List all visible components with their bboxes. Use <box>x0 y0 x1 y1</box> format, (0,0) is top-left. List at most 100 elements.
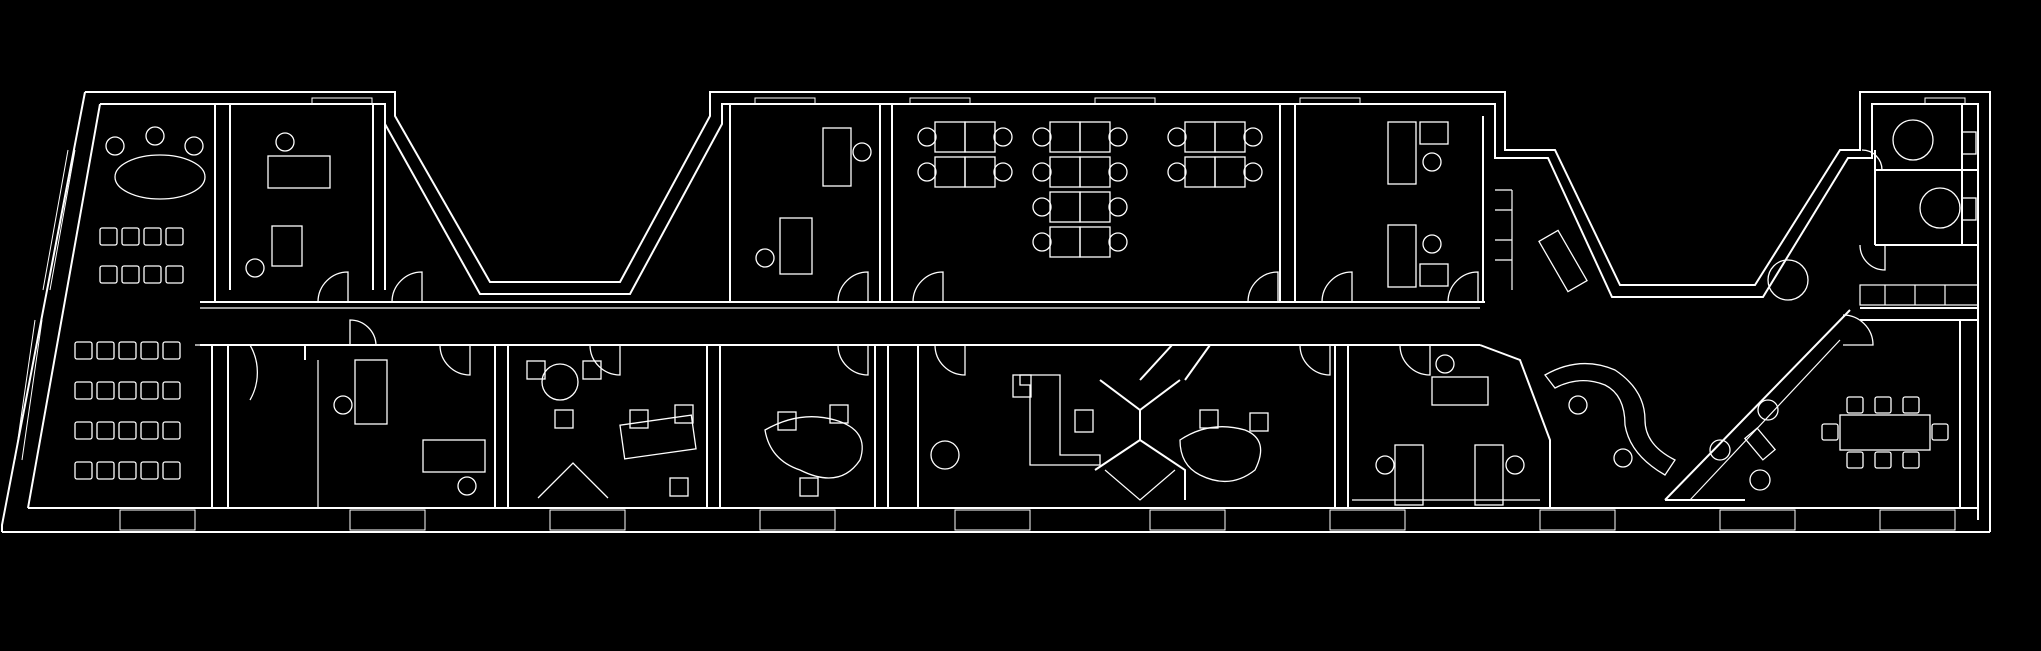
curved-desk <box>764 416 863 479</box>
rect-table <box>1839 414 1931 451</box>
chair <box>1243 162 1263 182</box>
desk <box>1387 121 1417 185</box>
seat <box>74 461 93 480</box>
workstation-desk <box>964 156 996 188</box>
chair <box>1422 152 1442 172</box>
desk <box>1431 376 1489 406</box>
partition <box>1479 344 1551 508</box>
chair <box>275 132 295 152</box>
workstation-desk <box>1049 156 1081 188</box>
seat <box>96 341 115 360</box>
door-swing <box>1842 314 1874 346</box>
seat <box>143 227 162 246</box>
north-facade <box>85 91 1991 532</box>
seat <box>74 381 93 400</box>
seat <box>99 227 118 246</box>
chair <box>1032 197 1052 217</box>
chair <box>993 162 1013 182</box>
lounge-table <box>1743 427 1777 461</box>
sink <box>1961 197 1977 221</box>
chair <box>1931 423 1949 441</box>
workstation-desk <box>1079 156 1111 188</box>
desk <box>1387 224 1417 288</box>
chair <box>930 440 960 470</box>
chair <box>1243 127 1263 147</box>
door-swing <box>1321 271 1353 303</box>
chair <box>917 162 937 182</box>
curved-counter <box>1544 362 1676 476</box>
window <box>1094 97 1156 105</box>
chair <box>554 409 574 429</box>
desk <box>779 217 813 275</box>
chair <box>1167 127 1187 147</box>
chair <box>1505 455 1525 475</box>
partition <box>1099 379 1181 412</box>
training-room-seat-rows <box>74 227 184 480</box>
desk <box>1419 263 1449 287</box>
desk <box>1474 444 1504 506</box>
workstation-desk <box>1049 191 1081 223</box>
seat <box>118 381 137 400</box>
chair <box>777 411 797 431</box>
chair <box>852 142 872 162</box>
workstation-desk <box>1184 156 1216 188</box>
partitions <box>211 104 1979 508</box>
oval-table <box>114 154 206 200</box>
chair <box>1249 412 1269 432</box>
window <box>349 509 426 531</box>
window <box>1879 509 1956 531</box>
seat <box>165 265 184 284</box>
window <box>954 509 1031 531</box>
door-swing <box>391 271 423 303</box>
desk <box>267 155 331 189</box>
chair <box>1199 409 1219 429</box>
partition <box>1104 469 1176 501</box>
partition <box>1859 284 1979 306</box>
conference-room <box>105 126 206 200</box>
chair <box>1032 127 1052 147</box>
executive-office <box>930 374 1269 482</box>
door-swing <box>1859 244 1886 271</box>
seat <box>140 381 159 400</box>
toilet <box>1767 259 1809 301</box>
chair <box>1032 162 1052 182</box>
chair <box>105 136 125 156</box>
partition <box>1139 344 1175 381</box>
desk <box>1019 374 1101 466</box>
seat <box>162 461 181 480</box>
window <box>119 509 196 531</box>
seat <box>118 341 137 360</box>
door-swing <box>349 319 377 346</box>
window <box>1924 97 1966 105</box>
seat <box>140 421 159 440</box>
chair <box>1012 374 1032 398</box>
door-swing <box>1247 271 1279 303</box>
seat <box>99 265 118 284</box>
window <box>311 97 373 105</box>
chair <box>755 248 775 268</box>
lounge-bench <box>1538 229 1588 293</box>
divider <box>537 462 609 499</box>
door-swing <box>589 344 621 376</box>
desk <box>822 127 852 187</box>
door-swing <box>1299 344 1331 376</box>
seat <box>118 461 137 480</box>
chair <box>184 136 204 156</box>
chair <box>1874 451 1892 469</box>
seat <box>118 421 137 440</box>
round-table <box>541 363 579 401</box>
window <box>549 509 626 531</box>
seat <box>162 381 181 400</box>
seat <box>165 227 184 246</box>
workstation-desk <box>934 156 966 188</box>
desk <box>619 414 697 460</box>
chair <box>245 258 265 278</box>
chair <box>1375 455 1395 475</box>
window <box>1719 509 1796 531</box>
seat <box>162 341 181 360</box>
office-north-1 <box>245 132 331 278</box>
seat <box>74 421 93 440</box>
door-swing <box>317 271 349 303</box>
chair <box>1613 448 1633 468</box>
